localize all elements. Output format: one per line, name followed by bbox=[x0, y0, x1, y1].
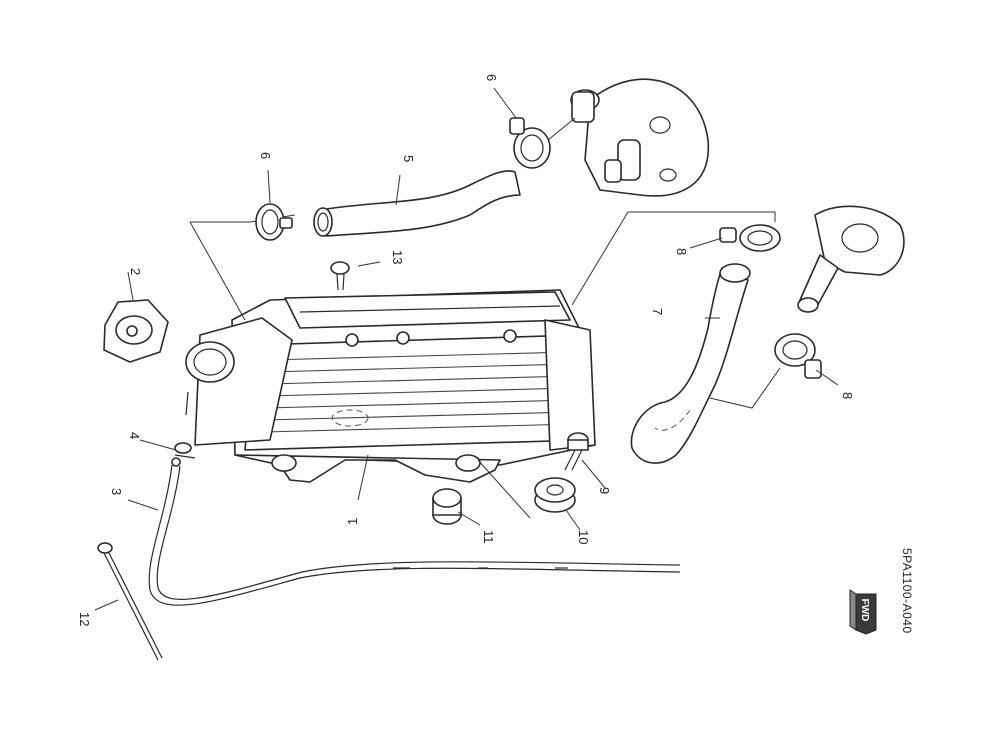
callout-6-upper: 6 bbox=[258, 152, 273, 159]
cylinder-head-outlet bbox=[547, 78, 710, 197]
screw-13 bbox=[330, 261, 381, 291]
callout-13: 13 bbox=[390, 250, 405, 264]
callout-7: 7 bbox=[650, 308, 665, 315]
fwd-direction-badge: FWD bbox=[849, 589, 877, 635]
callout-1: 1 bbox=[345, 518, 360, 525]
hose-clamp-8-lower bbox=[774, 333, 822, 379]
callout-2: 2 bbox=[128, 268, 143, 275]
hose-clamp-6-upper bbox=[255, 203, 293, 241]
callout-8-upper: 8 bbox=[674, 248, 689, 255]
bolt-9 bbox=[564, 432, 589, 471]
cable-tie-12 bbox=[97, 542, 163, 661]
radiator bbox=[185, 289, 596, 483]
callout-3: 3 bbox=[109, 488, 124, 495]
callout-6-head: 6 bbox=[484, 74, 499, 81]
callout-labels: 1 2 3 4 5 6 6 7 8 8 9 10 11 12 13 bbox=[77, 74, 855, 626]
callout-9: 9 bbox=[597, 487, 612, 494]
clip-4 bbox=[174, 442, 196, 459]
water-pump-housing bbox=[797, 205, 905, 313]
callout-leaders bbox=[94, 87, 839, 611]
part-code: 5PA1100-A040 bbox=[900, 548, 914, 634]
lower-hose bbox=[630, 263, 751, 464]
callout-5: 5 bbox=[401, 155, 416, 162]
radiator-cap bbox=[103, 271, 169, 363]
callout-4: 4 bbox=[127, 432, 142, 439]
upper-hose bbox=[313, 170, 521, 237]
callout-12: 12 bbox=[77, 612, 92, 626]
hose-clamp-6-head bbox=[509, 117, 551, 169]
fwd-label: FWD bbox=[859, 599, 870, 622]
callout-8-lower: 8 bbox=[840, 392, 855, 399]
grommet-10 bbox=[534, 477, 576, 513]
callout-11: 11 bbox=[481, 530, 496, 544]
assembly-lines bbox=[189, 211, 776, 321]
breather-hose bbox=[148, 457, 681, 606]
callout-10: 10 bbox=[576, 530, 591, 544]
hose-clamp-8-upper bbox=[719, 224, 781, 252]
collar-11 bbox=[432, 488, 462, 525]
radiator-fins bbox=[263, 351, 577, 433]
